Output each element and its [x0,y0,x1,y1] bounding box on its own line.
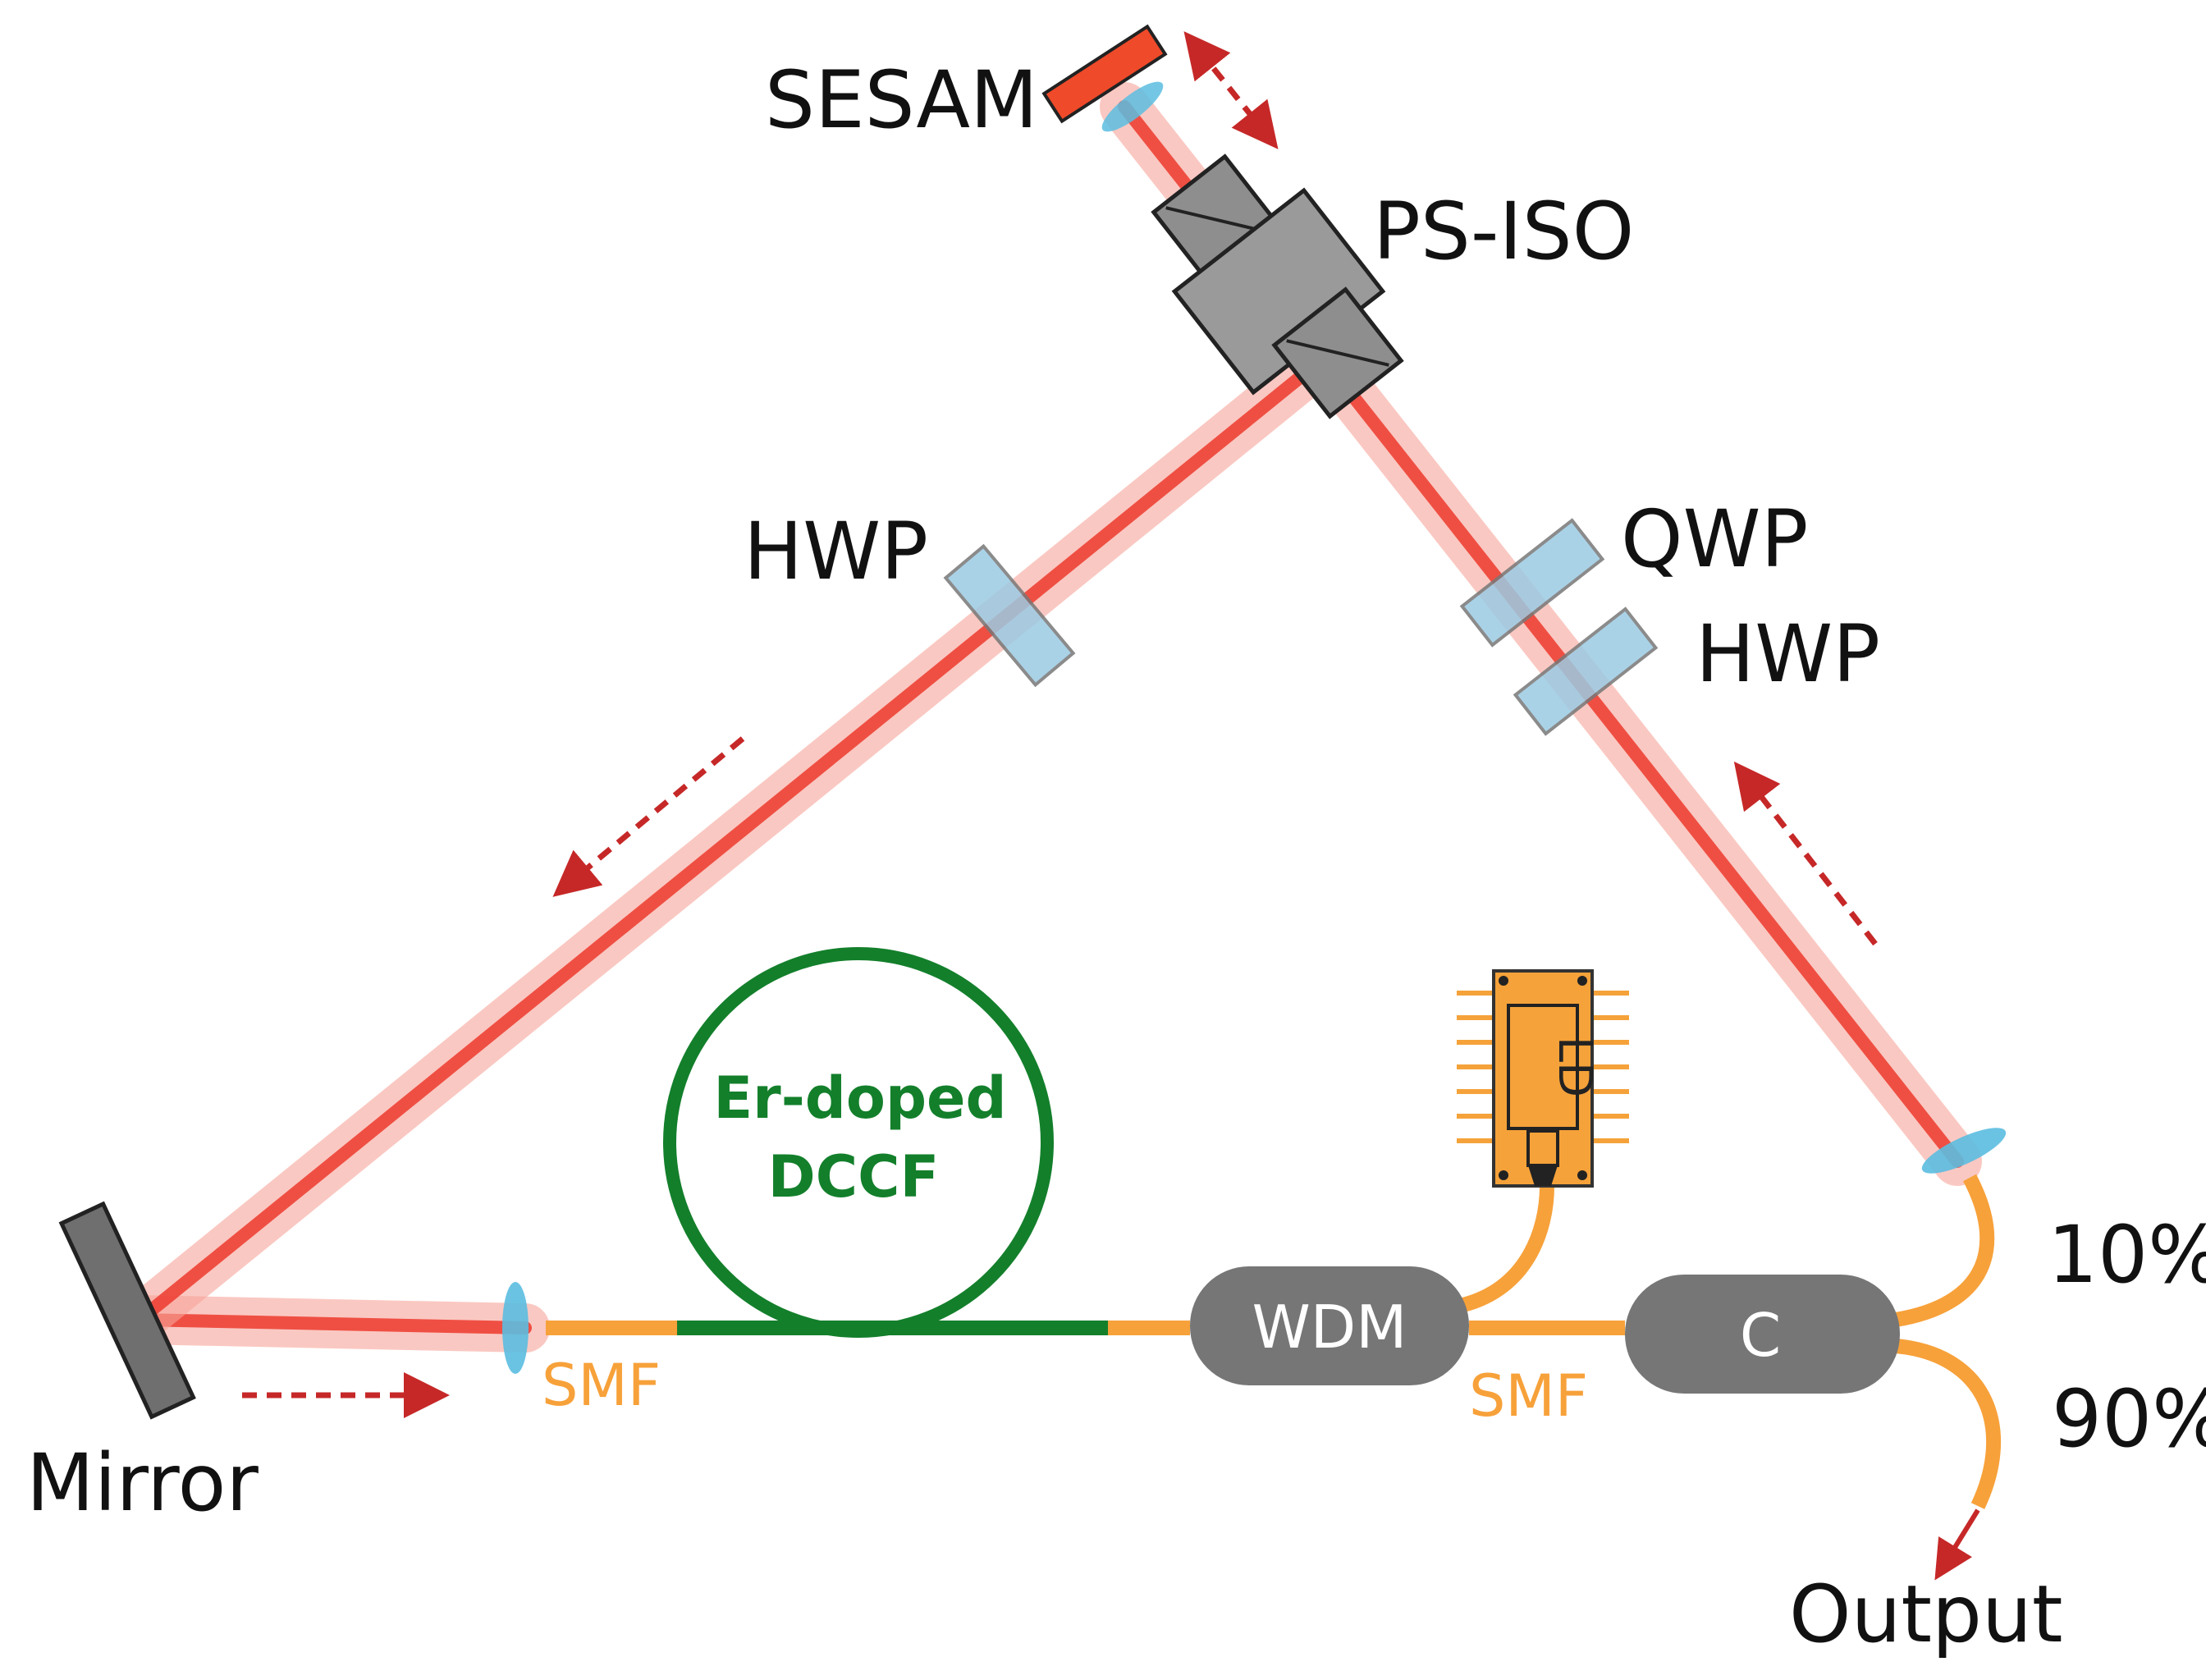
dccf-coil [663,947,1054,1338]
hwp-right-label: HWP [1696,608,1880,700]
arrow-right-side [1733,761,1878,946]
collimator-lens-left [502,1282,529,1374]
arrow-sesam-motion [1183,31,1279,149]
output-label: Output [1789,1568,2062,1660]
smf-left-label: SMF [542,1352,661,1419]
smf-right-label: SMF [1469,1362,1588,1430]
mirror-label: Mirror [26,1437,259,1529]
qwp-plate [1459,518,1605,648]
pct-10-label: 10% [2048,1209,2206,1301]
arrow-upper-left [552,736,745,897]
hwp-left-label: HWP [744,506,928,597]
sesam [1041,24,1168,124]
sesam-lens [1101,81,1164,132]
dccf-label-line1: Er-doped [713,1064,1006,1132]
output-arrow [1934,1508,1980,1581]
ld-label: LD [1548,1037,1601,1097]
mirror [58,1201,196,1420]
ld-module [1457,969,1629,1188]
coupler-output-90pct [1895,1339,2002,1509]
collimator-lens-right [1921,1128,2007,1174]
coupler-box [1625,1275,1900,1394]
beam-mirror-to-lens [115,1295,550,1353]
hwp-left-plate [943,543,1076,688]
pct-90-label: 90% [2052,1373,2206,1465]
ps-iso [1151,153,1404,419]
coupler-to-lens-10pct [1894,1174,1995,1327]
ps-iso-label: PS-ISO [1373,185,1634,277]
hwp-right-plate [1513,607,1659,736]
wdm-box [1190,1266,1469,1385]
sesam-label: SESAM [765,54,1038,146]
dccf-label-line2: DCCF [768,1143,940,1211]
coupler-label: C [1740,1301,1781,1370]
beam-iso-to-mirror [123,349,1330,1338]
qwp-label: QWP [1621,493,1808,585]
ld-pigtail [1461,1185,1554,1312]
wdm-label: WDM [1252,1293,1407,1362]
fibers [546,947,2002,1509]
